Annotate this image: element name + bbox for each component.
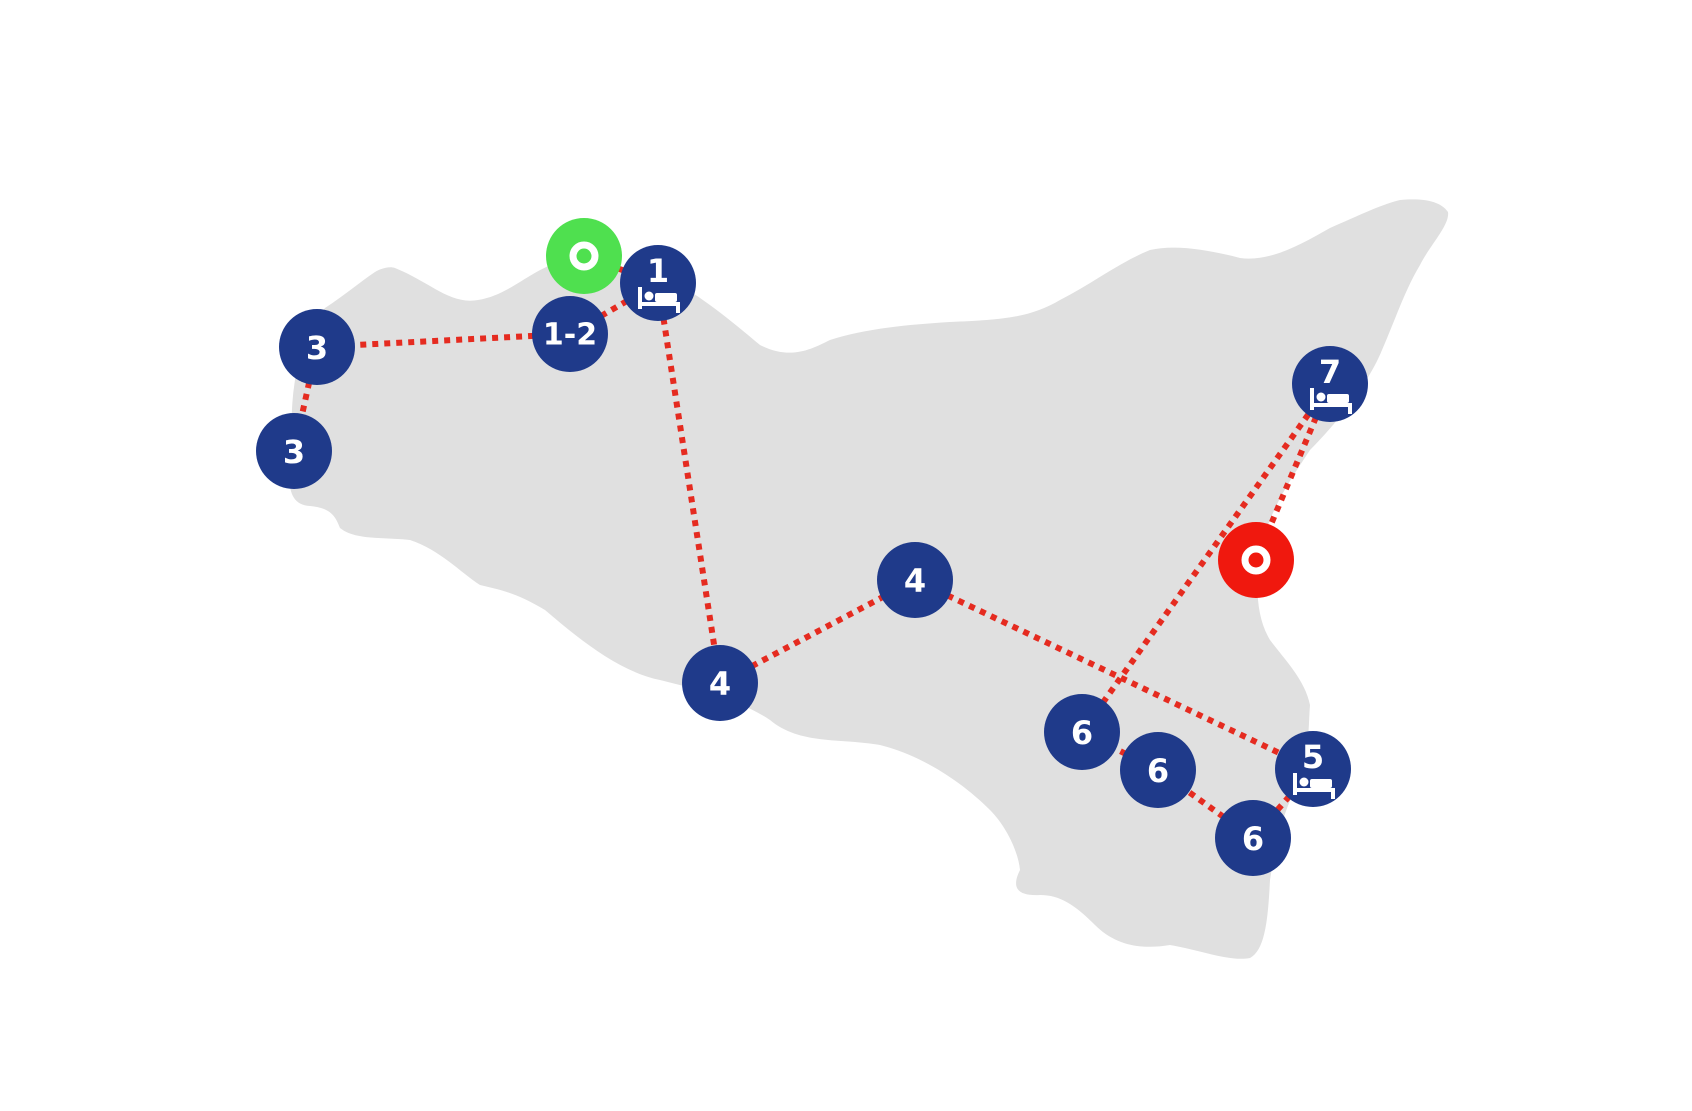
stop-circle bbox=[1044, 694, 1120, 770]
route-stop-1[interactable]: 1 bbox=[620, 245, 696, 321]
route-stop-4b[interactable]: 4 bbox=[877, 542, 953, 618]
stop-label: 7 bbox=[1319, 353, 1341, 391]
stop-label: 4 bbox=[709, 665, 731, 703]
start-marker[interactable] bbox=[546, 218, 622, 294]
stop-label: 6 bbox=[1147, 752, 1169, 790]
route-stop-4a[interactable]: 4 bbox=[682, 645, 758, 721]
stop-circle bbox=[1215, 800, 1291, 876]
stop-label: 4 bbox=[904, 562, 926, 600]
stop-label: 6 bbox=[1242, 820, 1264, 858]
route-stop-7[interactable]: 7 bbox=[1292, 346, 1368, 422]
stop-circle bbox=[877, 542, 953, 618]
route-stop-5[interactable]: 5 bbox=[1275, 731, 1351, 807]
route-stop-3a[interactable]: 3 bbox=[279, 309, 355, 385]
bed-icon bbox=[1310, 388, 1352, 414]
bed-icon bbox=[1293, 773, 1335, 799]
stop-circle bbox=[1120, 732, 1196, 808]
stop-label: 1-2 bbox=[543, 318, 597, 353]
stops-layer: 1 1-2 3 3 4 4 5 6 6 6 7 bbox=[256, 245, 1368, 876]
stop-circle bbox=[256, 413, 332, 489]
end-marker-icon bbox=[1241, 545, 1271, 575]
route-stop-1-2[interactable]: 1-2 bbox=[532, 296, 608, 372]
bed-icon bbox=[638, 287, 680, 313]
start-marker-icon bbox=[569, 241, 599, 271]
stop-label: 5 bbox=[1302, 738, 1324, 776]
stop-label: 6 bbox=[1071, 714, 1093, 752]
stop-label: 3 bbox=[283, 433, 305, 471]
route-stop-6a[interactable]: 6 bbox=[1044, 694, 1120, 770]
stop-circle bbox=[682, 645, 758, 721]
route-stop-6c[interactable]: 6 bbox=[1215, 800, 1291, 876]
stop-label: 3 bbox=[306, 329, 328, 367]
stop-circle bbox=[279, 309, 355, 385]
stop-label: 1 bbox=[647, 252, 669, 290]
route-segment bbox=[913, 577, 1315, 772]
route-segment bbox=[655, 282, 723, 684]
route-stop-6b[interactable]: 6 bbox=[1120, 732, 1196, 808]
route-stop-3b[interactable]: 3 bbox=[256, 413, 332, 489]
end-marker[interactable] bbox=[1218, 522, 1294, 598]
stop-circle bbox=[532, 296, 608, 372]
